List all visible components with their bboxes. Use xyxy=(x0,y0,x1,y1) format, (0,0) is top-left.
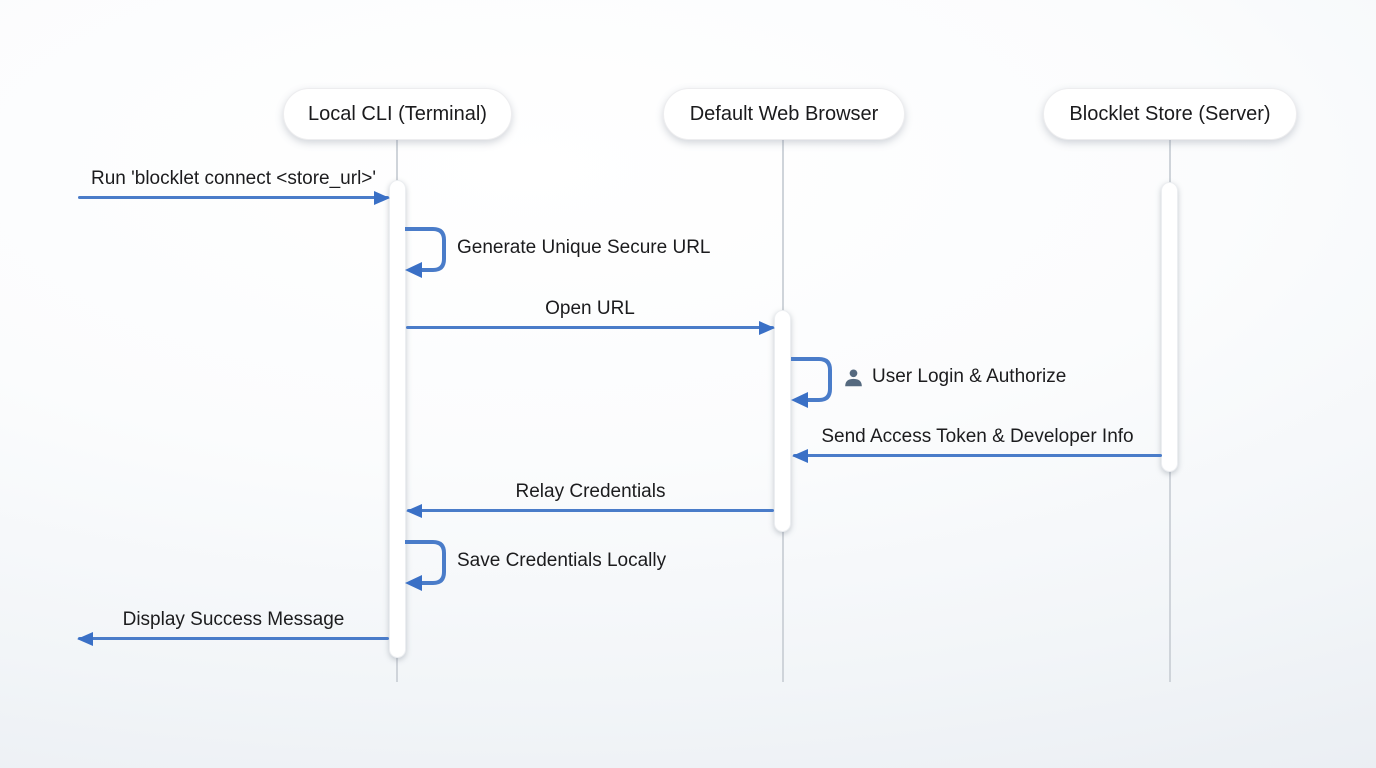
activation-bar-store xyxy=(1161,182,1178,472)
activation-bar-browser xyxy=(774,310,791,532)
message-relay-credentials: Relay Credentials xyxy=(406,478,774,518)
message-open-url: Open URL xyxy=(406,295,775,335)
message-open-url-line xyxy=(406,321,775,335)
message-run-connect-label: Run 'blocklet connect <store_url>' xyxy=(90,168,377,189)
message-relay-credentials-label: Relay Credentials xyxy=(515,481,666,502)
activation-bar-cli xyxy=(389,180,406,658)
arrowhead-right-icon xyxy=(759,321,775,335)
arrowhead-left-icon xyxy=(791,392,808,408)
message-run-connect-line xyxy=(78,191,390,205)
actor-local-cli: Local CLI (Terminal) xyxy=(283,88,512,140)
actor-web-browser: Default Web Browser xyxy=(663,88,905,140)
message-run-connect: Run 'blocklet connect <store_url>' xyxy=(78,165,390,205)
arrowhead-left-icon xyxy=(405,262,422,278)
self-message-save-credentials-label: Save Credentials Locally xyxy=(457,550,667,571)
arrowhead-left-icon xyxy=(405,575,422,591)
self-message-save-credentials: Save Credentials Locally xyxy=(457,548,666,574)
actor-blocklet-store: Blocklet Store (Server) xyxy=(1043,88,1297,140)
self-message-generate-url: Generate Unique Secure URL xyxy=(457,235,710,261)
message-send-token-line xyxy=(792,449,1162,463)
message-open-url-label: Open URL xyxy=(545,298,635,319)
message-relay-credentials-line xyxy=(406,504,774,518)
arrowhead-right-icon xyxy=(374,191,390,205)
message-display-success-label: Display Success Message xyxy=(122,609,345,630)
arrowhead-left-icon xyxy=(406,504,422,518)
self-message-user-login-label: User Login & Authorize xyxy=(872,366,1067,387)
self-loop-save-credentials xyxy=(405,540,446,591)
actor-blocklet-store-label: Blocklet Store (Server) xyxy=(1069,102,1271,125)
message-display-success: Display Success Message xyxy=(77,606,389,646)
self-message-generate-url-label: Generate Unique Secure URL xyxy=(457,237,711,258)
message-send-token: Send Access Token & Developer Info xyxy=(792,423,1162,463)
user-icon xyxy=(845,368,862,386)
arrowhead-left-icon xyxy=(77,632,93,646)
actor-web-browser-label: Default Web Browser xyxy=(689,102,879,125)
actor-local-cli-label: Local CLI (Terminal) xyxy=(308,102,487,125)
message-send-token-label: Send Access Token & Developer Info xyxy=(821,426,1134,447)
self-loop-user-login xyxy=(791,357,832,408)
arrowhead-left-icon xyxy=(792,449,808,463)
message-display-success-line xyxy=(77,632,389,646)
self-message-user-login: User Login & Authorize xyxy=(843,364,1066,390)
self-loop-generate-url xyxy=(405,227,446,278)
